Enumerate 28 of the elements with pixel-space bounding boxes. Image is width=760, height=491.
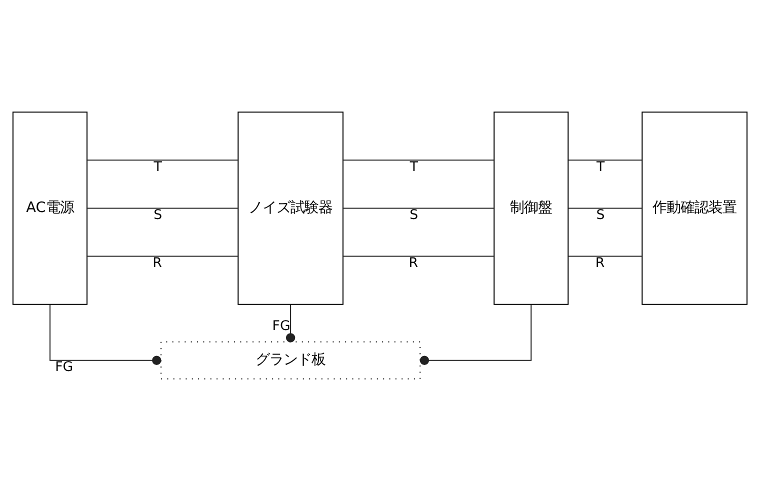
connector xyxy=(87,256,238,257)
node-box: AC電源 xyxy=(12,112,88,305)
connector xyxy=(343,208,494,209)
connector xyxy=(568,160,642,161)
connector xyxy=(87,208,238,209)
node-box: 制御盤 xyxy=(494,112,569,305)
node-box: ノイズ試験器 xyxy=(238,112,344,305)
edge-label: R xyxy=(595,256,605,271)
node-box: グランド板 xyxy=(160,341,421,380)
connector xyxy=(286,304,296,342)
connector xyxy=(568,208,642,209)
edge-label: R xyxy=(152,256,162,271)
edge-label: R xyxy=(408,256,418,271)
node-box: 作動確認装置 xyxy=(642,112,748,305)
edge-label: T xyxy=(596,160,605,175)
connector xyxy=(343,256,494,257)
edge-label: S xyxy=(154,208,162,223)
connector xyxy=(87,160,238,161)
connector xyxy=(420,304,532,365)
connector xyxy=(568,256,642,257)
connector xyxy=(49,304,162,365)
connector xyxy=(343,160,494,161)
edge-label: T xyxy=(154,160,162,175)
edge-label: S xyxy=(596,208,605,223)
edge-label: FG xyxy=(272,318,290,334)
edge-label: FG xyxy=(55,360,74,376)
edge-label: S xyxy=(410,208,418,223)
edge-label: T xyxy=(410,160,418,175)
